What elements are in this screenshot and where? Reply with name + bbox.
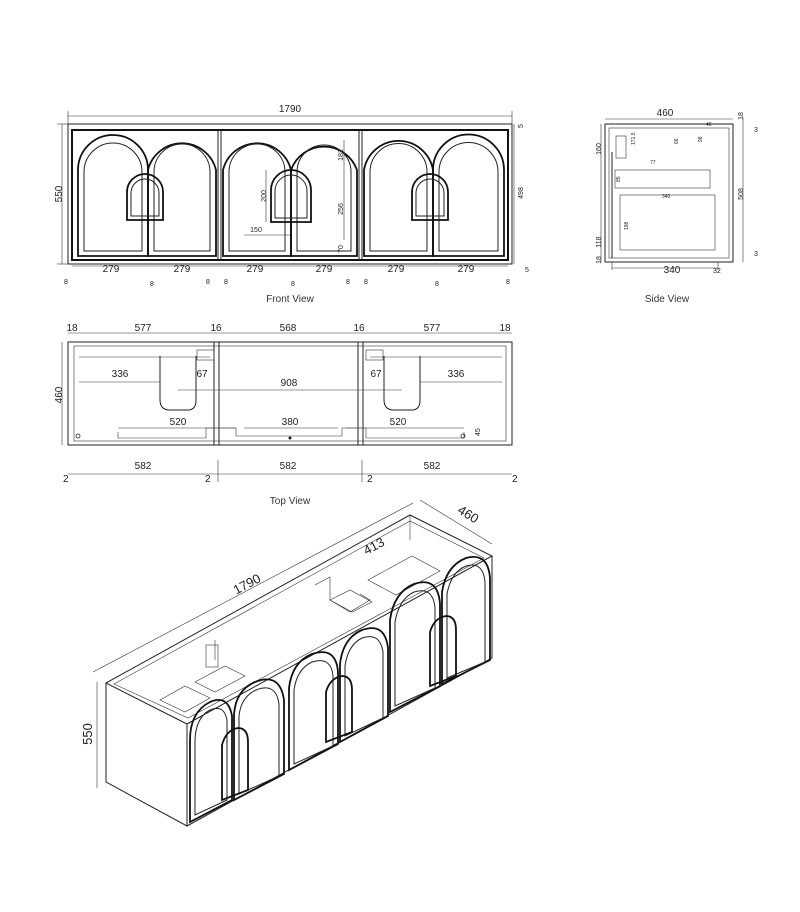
- top-dim-45: 45: [475, 428, 482, 436]
- door-width-4: 279: [316, 264, 333, 275]
- side-view: 460 40 171.5 66 77 85 98 340 198 160 118…: [596, 108, 758, 305]
- side-inner-85: 85: [616, 176, 622, 182]
- side-view-caption: Side View: [645, 294, 690, 305]
- front-overall-width: 1790: [279, 104, 302, 115]
- gap-9: 8: [506, 279, 510, 286]
- iso-height: 550: [80, 723, 95, 745]
- side-inner-77: 77: [650, 160, 656, 166]
- front-gap-labels: 8 8 8 8 8 8 8 8 8: [64, 279, 510, 288]
- gap-8: 8: [435, 281, 439, 288]
- bottom-dim-5: 2: [367, 474, 373, 485]
- side-base-340: 340: [664, 265, 681, 276]
- side-inner-66: 66: [674, 138, 680, 144]
- door-width-2: 279: [174, 264, 191, 275]
- top-cut-380: 380: [282, 417, 299, 428]
- top-dim-3: 16: [210, 323, 222, 334]
- top-inner-67-left: 67: [196, 369, 208, 380]
- front-dim-70: 70: [338, 245, 345, 253]
- gap-1: 8: [64, 279, 68, 286]
- door-width-1: 279: [103, 264, 120, 275]
- side-dim-18b: 18: [596, 256, 603, 264]
- top-inner-336-right: 336: [448, 369, 465, 380]
- side-inner-198: 198: [624, 221, 630, 230]
- front-cutout-height: 200: [261, 190, 268, 202]
- side-inner-40: 40: [706, 122, 712, 128]
- gap-6: 8: [346, 279, 350, 286]
- top-dim-1: 18: [66, 323, 78, 334]
- iso-width: 1790: [231, 571, 264, 598]
- side-dim-118: 118: [596, 236, 603, 247]
- front-view: 1790: [54, 104, 529, 305]
- side-depth: 460: [657, 108, 674, 119]
- iso-handle-cutouts: [221, 615, 457, 802]
- door-width-5: 279: [388, 264, 405, 275]
- front-overall-height: 550: [54, 185, 65, 202]
- side-top-18: 18: [738, 112, 745, 120]
- gap-4: 8: [224, 279, 228, 286]
- bottom-dim-6: 582: [424, 461, 441, 472]
- iso-depth: 460: [455, 502, 481, 526]
- side-top-3: 3: [754, 127, 758, 134]
- top-dim-6: 577: [424, 323, 441, 334]
- handle-cutouts: [126, 169, 449, 223]
- front-cutout-width: 150: [250, 227, 262, 234]
- bottom-dim-2: 582: [135, 461, 152, 472]
- top-cut-520-right: 520: [390, 417, 407, 428]
- front-view-caption: Front View: [266, 294, 314, 305]
- top-dim-5: 16: [353, 323, 365, 334]
- front-dim-182: 182: [338, 149, 345, 161]
- top-dim-7: 18: [499, 323, 511, 334]
- bottom-dim-3: 2: [205, 474, 211, 485]
- front-dim-256: 256: [338, 203, 345, 215]
- side-dim-508: 508: [738, 188, 745, 200]
- side-dim-160: 160: [596, 143, 603, 155]
- iso-door-arches: [189, 556, 491, 824]
- door-width-3: 279: [247, 264, 264, 275]
- front-bottom-gap: 5: [525, 267, 529, 274]
- gap-3: 8: [206, 279, 210, 286]
- top-view-bottom-dims: 2 582 2 582 2 582 2: [63, 461, 518, 485]
- top-view: 18 577 16 568 16 577 18 336 67 908 67: [54, 323, 518, 507]
- gap-2: 8: [150, 281, 154, 288]
- bottom-dim-7: 2: [512, 474, 518, 485]
- top-cut-520-left: 520: [170, 417, 187, 428]
- gap-7: 8: [364, 279, 368, 286]
- top-inner-67-right: 67: [370, 369, 382, 380]
- side-base-32: 32: [713, 268, 721, 275]
- isometric-view: 1790 460 550 413: [80, 499, 494, 827]
- top-view-top-dims: 18 577 16 568 16 577 18: [66, 323, 511, 334]
- top-view-caption: Top View: [270, 496, 311, 507]
- bottom-dim-1: 2: [63, 474, 69, 485]
- bottom-dim-4: 582: [280, 461, 297, 472]
- side-inner-171: 171.5: [631, 132, 637, 145]
- door-arches: [77, 133, 505, 257]
- top-dim-2: 577: [135, 323, 152, 334]
- door-width-6: 279: [458, 264, 475, 275]
- side-bottom-3: 3: [754, 251, 758, 258]
- top-dim-4: 568: [280, 323, 297, 334]
- gap-5: 8: [291, 281, 295, 288]
- top-span-908: 908: [281, 378, 298, 389]
- top-inner-336-left: 336: [112, 369, 129, 380]
- side-inner-98: 98: [698, 136, 704, 142]
- front-door-width-labels: 279 279 279 279 279 279: [103, 264, 475, 275]
- side-inner-340: 340: [662, 194, 671, 200]
- front-top-gap: 5: [518, 124, 525, 128]
- front-door-height: 498: [518, 187, 525, 199]
- top-depth: 460: [54, 386, 65, 403]
